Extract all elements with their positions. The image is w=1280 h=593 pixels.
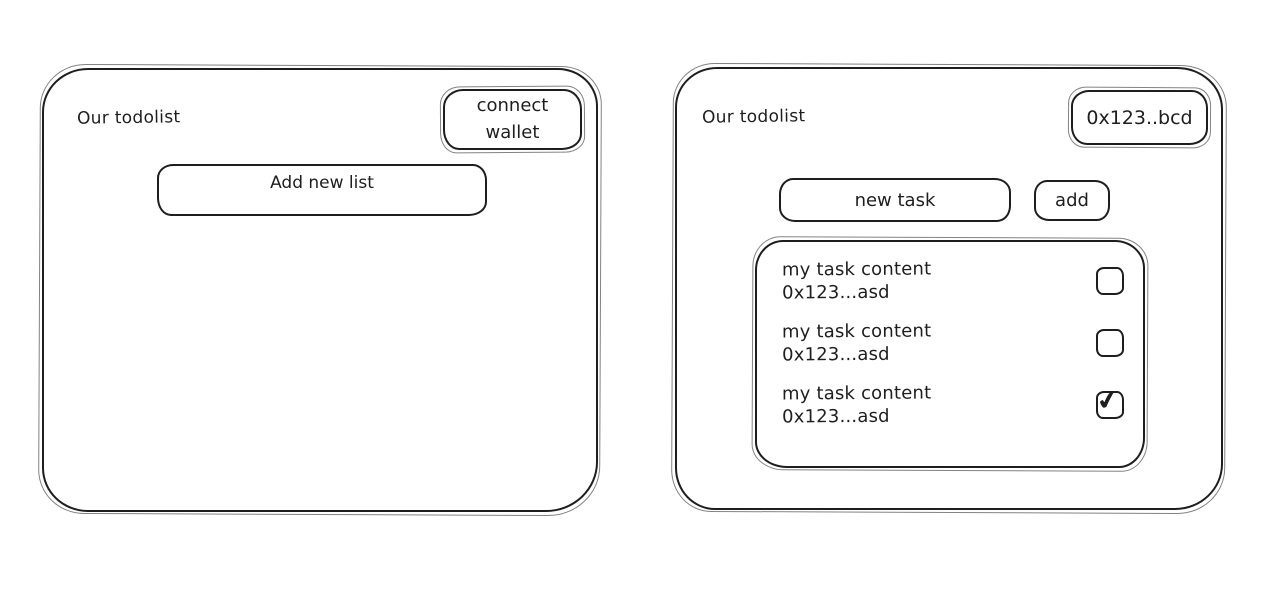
task-content: my task content: [781, 382, 932, 405]
task-checkbox[interactable]: [1096, 329, 1124, 357]
add-new-list-button[interactable]: Add new list: [157, 164, 487, 216]
task-content: my task content: [781, 258, 932, 281]
left-panel-title: Our todolist: [76, 107, 181, 129]
task-address: 0x123...asd: [782, 343, 890, 366]
new-task-input[interactable]: [779, 178, 1011, 222]
task-checkbox-checked[interactable]: ✔: [1094, 384, 1124, 419]
todolist-card-connected: Our todolist 0x123..bcd add my task cont…: [675, 67, 1223, 510]
task-checkbox[interactable]: [1096, 267, 1124, 295]
right-panel-title: Our todolist: [701, 106, 806, 128]
task-content: my task content: [781, 320, 932, 343]
task-address: 0x123...asd: [782, 281, 890, 304]
todolist-card-disconnected: Our todolist connect wallet Add new list: [42, 68, 598, 512]
task-address: 0x123...asd: [782, 405, 890, 428]
connect-wallet-button[interactable]: connect wallet: [443, 89, 582, 150]
wallet-address-button[interactable]: 0x123..bcd: [1071, 90, 1208, 145]
add-task-button[interactable]: add: [1034, 180, 1110, 221]
check-icon: ✔: [1094, 384, 1122, 418]
